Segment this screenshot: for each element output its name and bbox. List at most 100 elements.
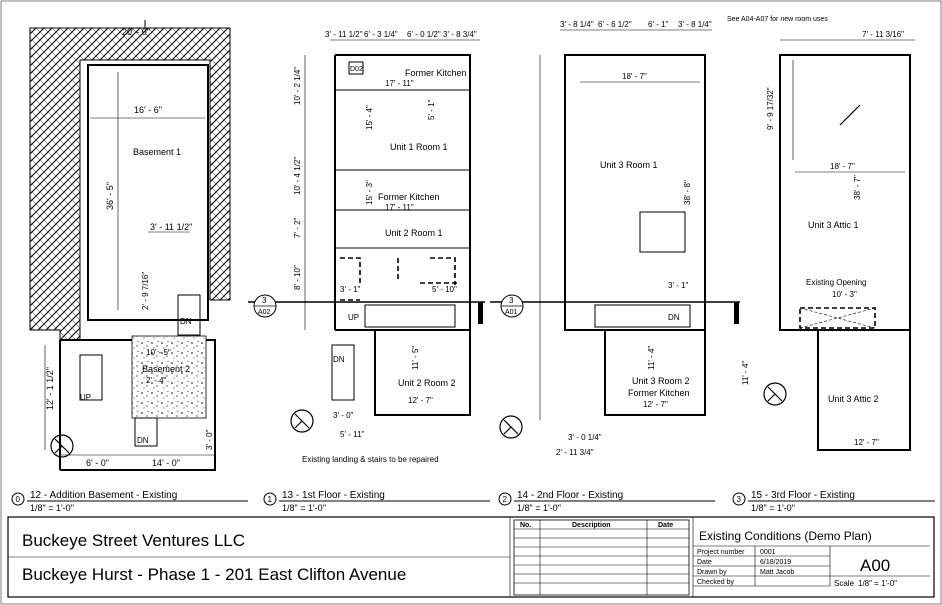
dim-f1-3-0: 3' - 0"	[333, 411, 354, 420]
dim-f1-17b: 17' - 11"	[385, 203, 414, 212]
title-block: Buckeye Street Ventures LLC Buckeye Hurs…	[7, 516, 935, 598]
dim-b-12: 12' - 1 1/2"	[45, 367, 55, 410]
field-project-number-value: 0001	[760, 549, 776, 556]
dim-f1-15-3: 15' - 3"	[365, 180, 374, 205]
dim-f2-3-0: 3' - 0 1/4"	[568, 433, 602, 442]
svg-text:3: 3	[262, 296, 267, 305]
view-title-basement: 0 12 - Addition Basement - Existing 1/8"…	[11, 490, 248, 513]
addition-stair-up	[79, 354, 103, 401]
dim-f3-10-3: 10' - 3"	[832, 290, 857, 299]
dim-f2-12-7: 12' - 7"	[643, 400, 668, 409]
north-arrow-icon	[499, 415, 523, 439]
dim-f2-38: 38' - 8"	[683, 180, 692, 205]
room-former-kitchen-b: Former Kitchen	[378, 192, 440, 202]
room-former-kitchen-a: Former Kitchen	[405, 68, 467, 78]
label-dn-basement: DN	[180, 317, 192, 326]
svg-text:A02: A02	[258, 309, 271, 316]
dim-b-2-4: 2' - 4"	[146, 376, 167, 385]
sheet-title: Existing Conditions (Demo Plan)	[699, 529, 872, 543]
room-basement-2: Basement 2	[142, 364, 190, 374]
svg-text:1/8" = 1'-0": 1/8" = 1'-0"	[517, 503, 561, 513]
roof-hatch-indicator	[839, 104, 861, 126]
view-titles: 0 12 - Addition Basement - Existing 1/8"…	[11, 490, 935, 513]
demo-partitions	[340, 257, 460, 301]
section-end-mark	[734, 302, 739, 324]
dim-f1-t2: 6' - 3 1/4"	[364, 30, 398, 39]
view-title-1st-floor: 1 13 - 1st Floor - Existing 1/8" = 1'-0"	[263, 490, 490, 513]
field-date-label: Date	[697, 559, 712, 566]
room-basement-1: Basement 1	[133, 147, 181, 157]
dim-f2-18: 18' - 7"	[622, 72, 647, 81]
dim-f1-12-7: 12' - 7"	[408, 396, 433, 405]
section-end-mark	[478, 302, 483, 324]
existing-opening-outline	[799, 307, 876, 329]
room-unit3-attic1: Unit 3 Attic 1	[808, 220, 859, 230]
field-drawn-by-label: Drawn by	[697, 569, 727, 576]
dim-b-top: 20' - 0"	[122, 27, 150, 37]
floor1-exterior-stair	[331, 344, 355, 401]
svg-text:1/8" = 1'-0": 1/8" = 1'-0"	[30, 503, 74, 513]
dim-f1-t4: 3' - 8 3/4"	[443, 30, 477, 39]
dim-f3-18: 18' - 7"	[830, 162, 855, 171]
room-unit3-attic2: Unit 3 Attic 2	[828, 394, 879, 404]
dim-b-width: 16' - 6"	[134, 105, 162, 115]
svg-text:15 - 3rd Floor - Existing: 15 - 3rd Floor - Existing	[751, 490, 855, 501]
dim-b-10-5: 10' - 5"	[146, 348, 171, 357]
floor3-outline	[779, 54, 911, 451]
svg-text:3: 3	[737, 495, 742, 504]
basement-1-outline	[87, 64, 209, 321]
dim-f1-10-4: 10' - 4 1/2"	[293, 157, 302, 195]
rev-header-description: Description	[572, 522, 611, 529]
north-arrow-icon	[50, 434, 74, 458]
section-marker-a02: 3 A02	[253, 294, 277, 318]
dim-f1-3-1: 3' - 1"	[340, 285, 361, 294]
project-name: Buckeye Hurst - Phase 1 - 201 East Clift…	[22, 565, 406, 584]
svg-text:12 - Addition Basement - Exist: 12 - Addition Basement - Existing	[30, 490, 177, 501]
label-dn-f2: DN	[668, 313, 680, 322]
floor2-outline	[564, 54, 706, 416]
floor2-closet	[639, 211, 686, 253]
dim-f1-10-2: 10' - 2 1/4"	[293, 67, 302, 105]
section-marker-a01: 3 A01	[500, 294, 524, 318]
rev-header-no: No.	[520, 522, 531, 529]
label-up-basement: UP	[80, 393, 91, 402]
dim-f3-11-4: 11' - 4"	[741, 361, 750, 385]
room-unit3-room1: Unit 3 Room 1	[600, 160, 658, 170]
label-existing-opening: Existing Opening	[806, 278, 866, 287]
room-unit2-room2: Unit 2 Room 2	[398, 378, 456, 388]
see-note: See A04-A07 for new room uses	[727, 16, 828, 23]
scale-label: Scale	[834, 579, 855, 588]
foundation-wall-hatch	[29, 27, 231, 341]
dim-f1-5-10: 5' - 10"	[432, 285, 457, 294]
svg-text:14 - 2nd Floor - Existing: 14 - 2nd Floor - Existing	[517, 490, 623, 501]
dim-b-small: 3' - 11 1/2"	[150, 222, 192, 232]
north-arrow-icon	[763, 382, 787, 406]
view-2nd-floor: 3' - 8 1/4" 6' - 6 1/2" 6' - 1" 3' - 8 1…	[490, 16, 828, 457]
dim-f1-t1: 3' - 11 1/2"	[325, 30, 363, 39]
svg-text:0: 0	[16, 495, 21, 504]
dim-f1-11-5: 11' - 5"	[411, 346, 420, 370]
dim-f1-t3: 6' - 0 1/2"	[407, 30, 441, 39]
dim-b-14: 14' - 0"	[152, 458, 180, 468]
dim-f2-2-11: 2' - 11 3/4"	[556, 448, 594, 457]
dim-f2-t4: 3' - 8 1/4"	[678, 20, 712, 29]
room-former-kitchen-c: Former Kitchen	[628, 388, 690, 398]
field-drawn-by-value: Matt Jacob	[760, 569, 794, 576]
dim-b-2-9: 2' - 9 7/16"	[141, 272, 150, 310]
dim-f3-7: 7' - 11 3/16"	[862, 30, 904, 39]
dim-f1-15-4: 15' - 4"	[365, 105, 374, 130]
svg-text:1/8" = 1'-0": 1/8" = 1'-0"	[751, 503, 795, 513]
dim-f3-12-7: 12' - 7"	[854, 438, 879, 447]
dim-b-6: 6' - 0"	[86, 458, 109, 468]
label-dn-addition: DN	[137, 436, 149, 445]
label-up-f1: UP	[348, 313, 359, 322]
dim-b-3: 3' - 0"	[205, 429, 214, 450]
sheet-number: A00	[860, 556, 890, 575]
view-title-2nd-floor: 2 14 - 2nd Floor - Existing 1/8" = 1'-0"	[498, 490, 715, 513]
label-dn-f1: DN	[333, 355, 345, 364]
floor1-outline	[334, 54, 471, 416]
view-title-3rd-floor: 3 15 - 3rd Floor - Existing 1/8" = 1'-0"	[732, 490, 935, 513]
company-name: Buckeye Street Ventures LLC	[22, 531, 245, 550]
